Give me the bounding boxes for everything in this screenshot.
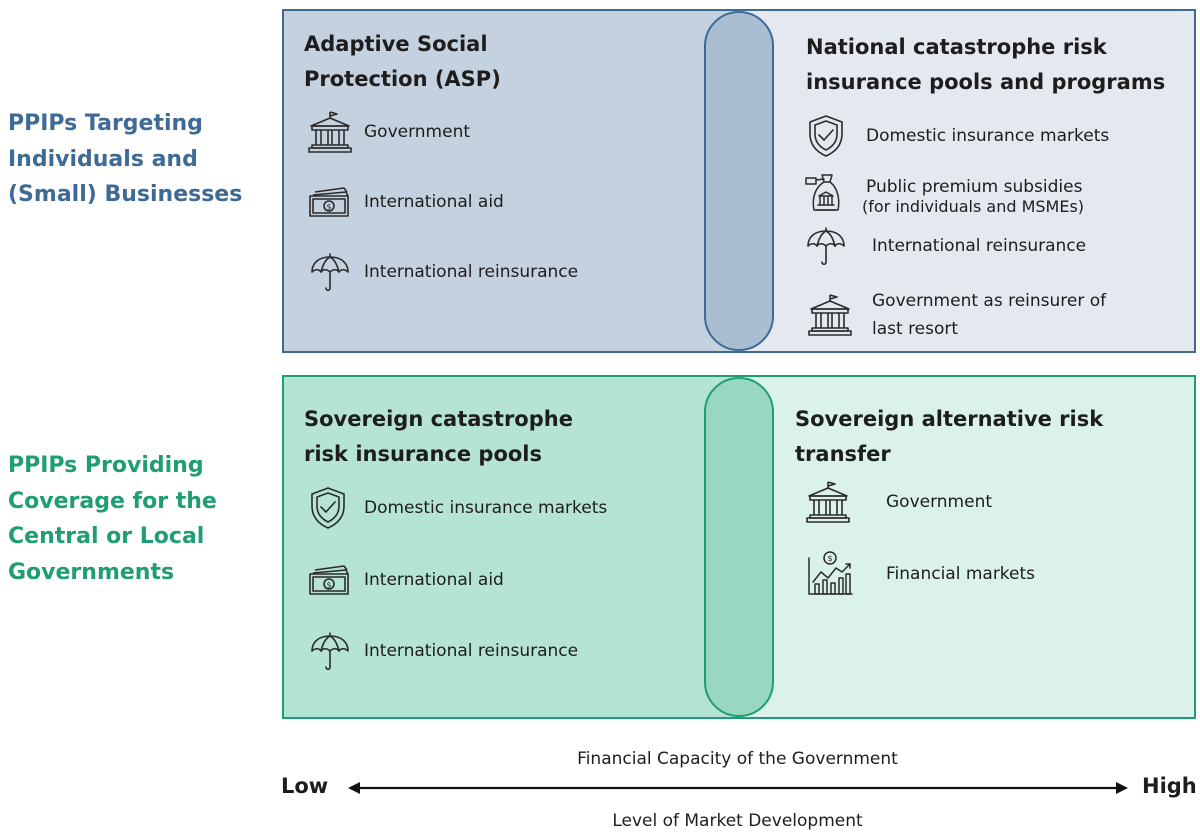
- item-label: Financial markets: [886, 564, 1036, 584]
- item-label: Domestic insurance markets: [364, 498, 608, 518]
- asp-title: Adaptive Social Protection (ASP): [304, 32, 501, 91]
- item-label: International aid: [364, 192, 504, 212]
- item-sublabel: (for individuals and MSMEs): [862, 196, 1085, 216]
- umbrella-icon: [306, 627, 354, 675]
- axis-label-market-development: Level of Market Development: [612, 811, 863, 831]
- overlap-lens-top: [704, 11, 774, 351]
- row-label-governments: PPIPs Providing Coverage for the Central…: [8, 453, 217, 585]
- item-label: Domestic insurance markets: [866, 126, 1110, 146]
- item-label: Government: [364, 122, 471, 142]
- government-building-icon: [806, 291, 854, 339]
- panel-sovereign-art: [738, 375, 1196, 719]
- financial-chart-icon: [806, 550, 854, 598]
- government-building-icon: [804, 478, 852, 526]
- axis-high-label: High: [1142, 774, 1197, 798]
- panel-national-pools: [738, 9, 1196, 353]
- sovereign-item-domestic: Domestic insurance markets: [304, 484, 607, 532]
- asp-item-reinsurance: International reinsurance: [306, 248, 578, 296]
- sovereign-pools-title: Sovereign catastrophe risk insurance poo…: [304, 407, 573, 466]
- national-pools-title: National catastrophe risk insurance pool…: [806, 35, 1166, 94]
- axis-low-label: Low: [281, 774, 329, 798]
- item-label: Government as reinsurer of last resort: [872, 291, 1107, 339]
- umbrella-icon: [306, 248, 354, 296]
- panel-asp: [282, 9, 740, 353]
- national-item-reinsurance: International reinsurance: [802, 222, 1086, 270]
- national-item-reinsurer-last-resort: Government as reinsurer of last resort: [806, 287, 1132, 343]
- shield-check-icon: [802, 112, 850, 160]
- overlap-lens-bottom: [704, 377, 774, 717]
- art-item-government: Government: [804, 478, 992, 526]
- item-label: International aid: [364, 570, 504, 590]
- national-item-subsidies: Public premium subsidies (for individual…: [802, 170, 1084, 218]
- government-building-icon: [306, 108, 354, 156]
- art-item-financial-markets: Financial markets: [806, 550, 1035, 598]
- item-label: Government: [886, 492, 993, 512]
- umbrella-icon: [802, 222, 850, 270]
- row-label-individuals: PPIPs Targeting Individuals and (Small) …: [8, 111, 243, 207]
- sovereign-item-aid: International aid: [306, 556, 504, 604]
- item-label: International reinsurance: [364, 262, 579, 282]
- shield-check-icon: [304, 484, 352, 532]
- panel-sovereign-pools: [282, 375, 740, 719]
- asp-item-aid: International aid: [306, 178, 504, 226]
- item-label: International reinsurance: [872, 236, 1087, 256]
- item-label: International reinsurance: [364, 641, 579, 661]
- item-label: Public premium subsidies: [866, 176, 1083, 197]
- axis-label-financial-capacity: Financial Capacity of the Government: [577, 749, 898, 769]
- subsidy-icon: [802, 170, 850, 218]
- national-item-domestic: Domestic insurance markets: [802, 112, 1109, 160]
- asp-item-government: Government: [306, 108, 470, 156]
- sovereign-art-title: Sovereign alternative risk transfer: [795, 407, 1104, 466]
- axis-arrow: [348, 782, 1128, 794]
- sovereign-item-reinsurance: International reinsurance: [306, 627, 578, 675]
- banknote-icon: [306, 178, 354, 226]
- banknote-icon: [306, 556, 354, 604]
